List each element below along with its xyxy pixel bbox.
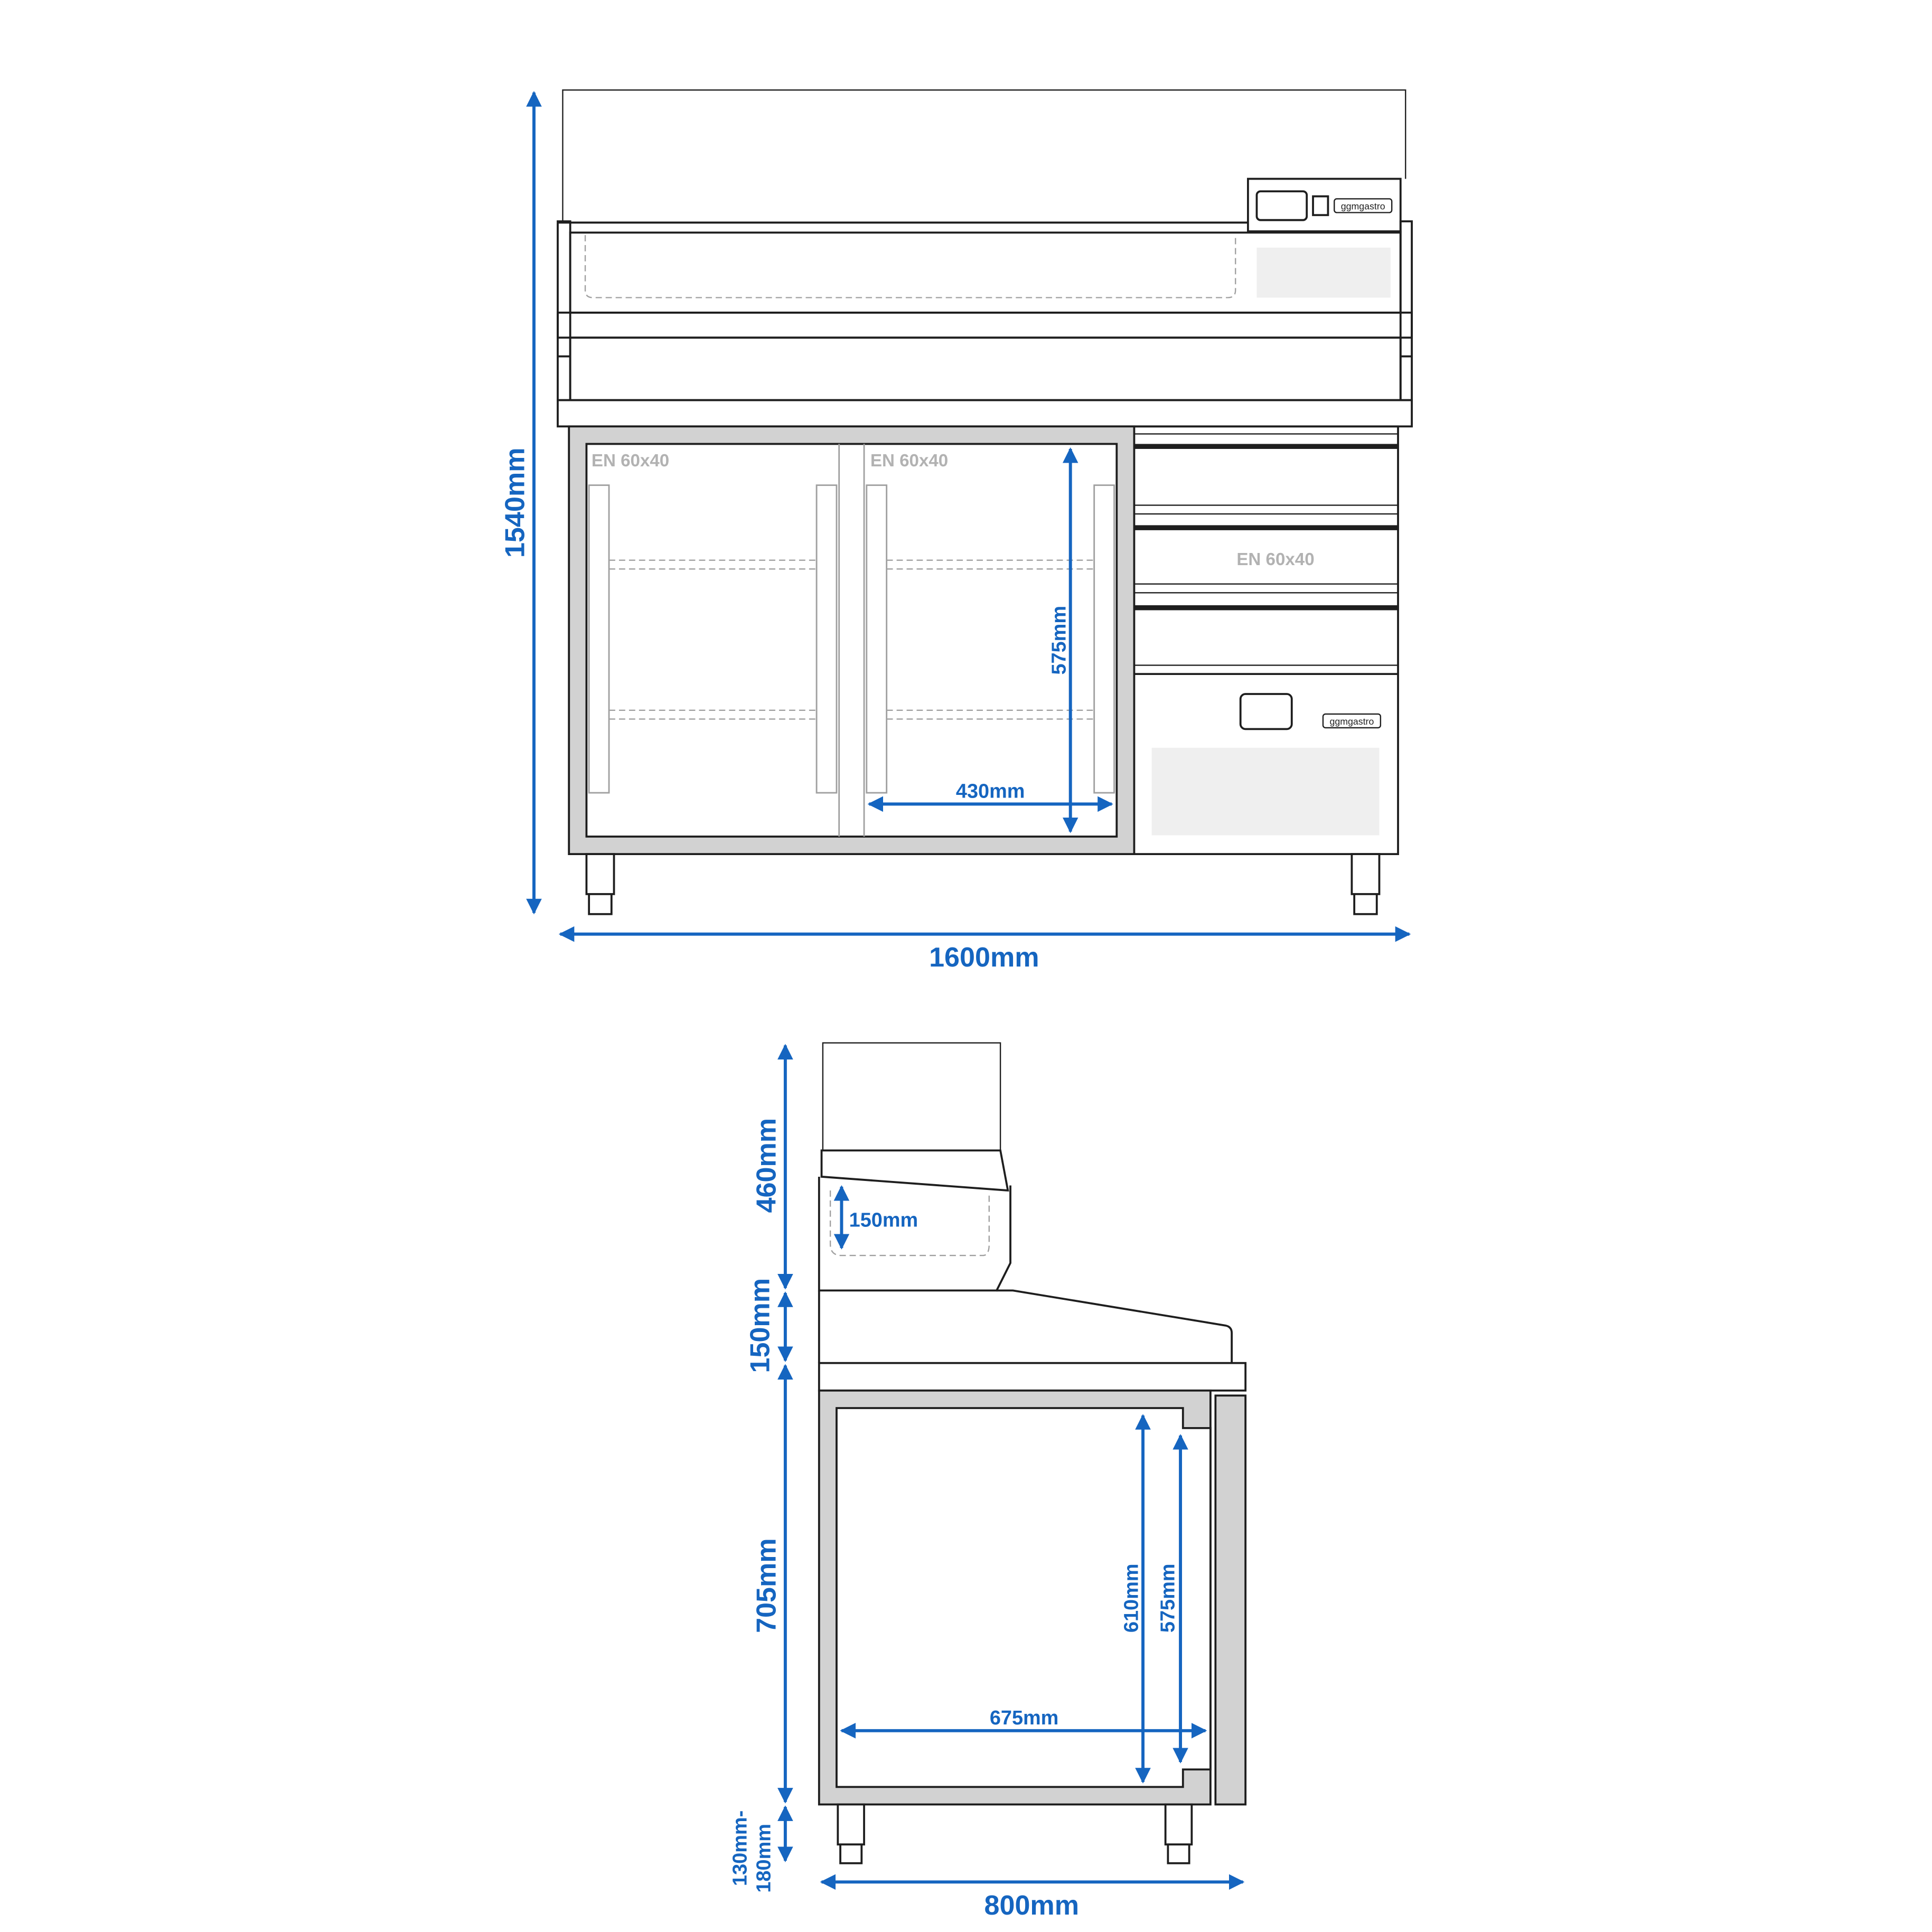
front-control-box: ggmgastro (1247, 177, 1402, 232)
glass-door-area (585, 443, 1118, 838)
side-pan-housing (818, 1176, 1011, 1292)
side-step-profile (818, 1289, 1233, 1363)
top-band-left-post (557, 220, 571, 401)
drawer-tray-label: EN 60x40 (1236, 550, 1314, 569)
left-door-handle-outer (588, 484, 610, 794)
side-legs (837, 1803, 1193, 1864)
right-door-tray-label: EN 60x40 (870, 451, 948, 471)
top-pan-outline (584, 235, 1236, 298)
body-height-label: 705mm (751, 1538, 782, 1633)
drawer-brand-plate (1322, 713, 1382, 729)
side-pan-outline (829, 1190, 990, 1256)
top-band-rail (557, 312, 1413, 339)
side-front-leg-foot (839, 1843, 863, 1864)
drawer-1-handle (1134, 444, 1399, 449)
drawer-control-display (1239, 693, 1293, 730)
side-lid (820, 1149, 1009, 1192)
control-brand-text: ggmgastro (1341, 201, 1385, 212)
door-inner-width-label: 430mm (956, 781, 1025, 803)
front-left-leg (585, 853, 615, 895)
leg-height-min-label: 130mm- (729, 1811, 752, 1886)
front-right-leg (1350, 853, 1381, 895)
front-glass-guard (562, 89, 1406, 223)
front-right-leg-foot (1353, 893, 1378, 915)
front-view: ggmgastro (500, 89, 1413, 973)
right-door-handle-inner (866, 484, 888, 794)
ventilation-grille (1151, 747, 1380, 836)
compressor-panel: ggmgastro (1151, 693, 1382, 836)
control-switch (1312, 195, 1329, 217)
side-view: 150mm 675mm 610mm 575mm 460mm 150mm 705m… (729, 1042, 1247, 1921)
top-height-label: 460mm (751, 1118, 782, 1213)
side-rear-leg-foot (1167, 1843, 1190, 1864)
side-door (1214, 1394, 1247, 1806)
drawer-2-handle (1134, 525, 1399, 530)
drawer-brand-text: ggmgastro (1329, 716, 1374, 727)
door-inner-height-label: 575mm (1048, 606, 1070, 675)
overall-height-label: 1540mm (500, 448, 530, 558)
side-front-leg (837, 1803, 865, 1846)
overall-width-label: 1600mm (929, 942, 1039, 973)
left-door-tray-label: EN 60x40 (592, 451, 669, 471)
front-left-leg-foot (588, 893, 613, 915)
drawer-stack: EN 60x40 (1134, 433, 1399, 676)
pan-depth-label: 150mm (849, 1209, 918, 1232)
inner-depth-label: 675mm (990, 1707, 1059, 1729)
control-brand-plate (1334, 198, 1393, 213)
overall-depth-label: 800mm (984, 1890, 1080, 1921)
front-lower-cabinet: EN 60x40 EN 60x40 EN 60x40 ggmgas (568, 425, 1399, 855)
front-worktop (557, 399, 1413, 428)
front-top-band (557, 220, 1413, 428)
side-rear-leg (1164, 1803, 1193, 1846)
left-door-handle-inner (815, 484, 838, 794)
right-door-handle-outer (1093, 484, 1115, 794)
top-band-right-post (1399, 220, 1413, 401)
side-cabinet-interior (836, 1407, 1212, 1788)
side-worktop (818, 1362, 1247, 1392)
top-band-front-panel (569, 336, 1402, 401)
door-opening-height-label: 575mm (1157, 1564, 1179, 1633)
step-height-label: 150mm (745, 1278, 776, 1373)
drawer-3-handle (1134, 605, 1399, 611)
leg-height-max-label: 180mm (753, 1824, 775, 1893)
top-band-label-area (1256, 247, 1391, 298)
control-display (1255, 190, 1308, 221)
inner-height-label: 610mm (1121, 1564, 1143, 1633)
front-legs (585, 853, 1381, 915)
control-box-housing (1247, 177, 1402, 232)
side-glass-guard (822, 1042, 1001, 1151)
